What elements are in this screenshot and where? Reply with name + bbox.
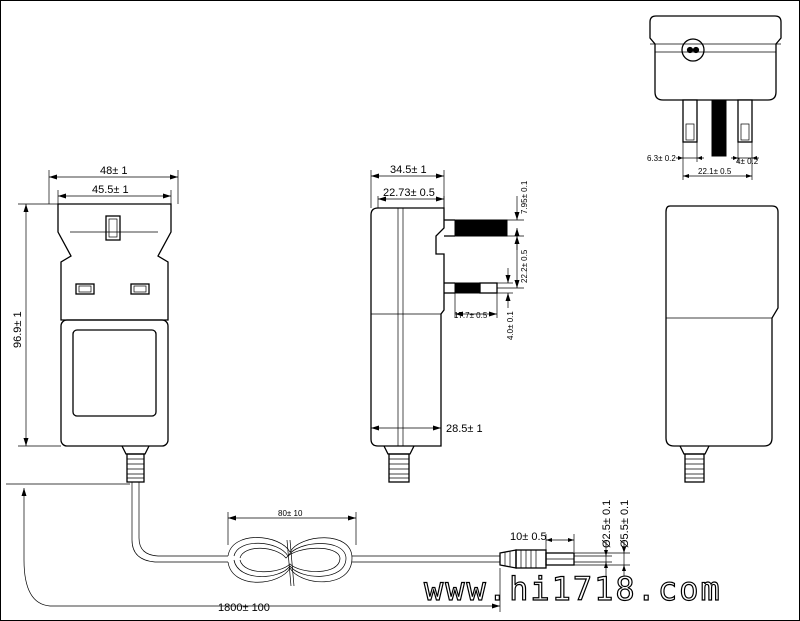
- dim-height: 96.9± 1: [12, 311, 24, 348]
- dim-body-depth: 28.5± 1: [446, 423, 483, 435]
- top-pin-right: [737, 99, 753, 143]
- dim-width-inner: 45.5± 1: [92, 184, 129, 196]
- cable-left-b: [138, 482, 228, 557]
- dim-top-pin-w1: 6.3± 0.2: [647, 154, 676, 163]
- dim-top-pin-w2: 4± 0.2: [736, 157, 759, 166]
- front-plug-head-outline: [57, 203, 172, 321]
- side-earth-pin: [454, 219, 508, 237]
- dim-width-outer: 48± 1: [100, 165, 127, 177]
- top-pin-left: [682, 99, 698, 143]
- dim-pin-thickness: 7.95± 0.1: [520, 180, 529, 214]
- dim-pin-length: 17.7± 0.5: [454, 311, 488, 320]
- dim-inner-diameter: Ø2.5± 0.1: [601, 500, 613, 548]
- dim-tip-length: 10± 0.5: [510, 531, 547, 543]
- top-body-outline: [649, 15, 782, 101]
- cable-length-dimension: 1800± 100: [6, 483, 501, 614]
- side-pin-sleeve: [454, 282, 481, 294]
- top-view: 6.3± 0.2 4± 0.2 22.1± 0.5: [647, 15, 782, 180]
- dim-pin-offset: 22.73± 0.5: [383, 187, 435, 199]
- dim-coil-length: 80± 10: [278, 509, 303, 518]
- watermark-text: www.hi1718.com: [424, 570, 722, 608]
- dim-pin-spacing: 22.2± 0.5: [520, 249, 529, 283]
- dim-cable-length: 1800± 100: [218, 602, 270, 614]
- back-body-outline: [665, 205, 779, 447]
- dim-outer-diameter: Ø5.5± 0.1: [619, 500, 631, 548]
- back-strain-relief: [684, 453, 705, 483]
- top-pin-earth: [711, 99, 727, 157]
- front-label-area: [72, 329, 157, 417]
- side-body-outline: [370, 207, 445, 447]
- dc-plug: 10± 0.5 Ø2.5± 0.1 Ø5.5± 0.1: [499, 500, 631, 578]
- front-body: [60, 319, 169, 447]
- cable-left-a: [131, 482, 228, 563]
- front-view: 48± 1 45.5± 1 96.9± 1: [12, 165, 179, 483]
- front-strain-relief: [126, 453, 145, 483]
- live-pin-slot: [130, 283, 150, 295]
- dim-pin-width: 4.0± 0.1: [506, 311, 515, 340]
- dc-plug-boot: [499, 549, 517, 569]
- cable: 80± 10: [131, 482, 500, 587]
- top-connector-ring: [681, 38, 705, 62]
- dim-top-pin-span: 22.1± 0.5: [698, 167, 732, 176]
- neutral-pin-slot: [75, 283, 95, 295]
- side-pin-tip: [479, 282, 498, 294]
- side-view: 34.5± 1 22.73± 0.5 7.95± 0.1 22.2± 0.5 1…: [370, 164, 529, 483]
- side-strain-relief: [388, 453, 410, 483]
- dim-depth: 34.5± 1: [390, 164, 427, 176]
- cable-coil: [227, 537, 353, 587]
- back-view: [665, 205, 779, 483]
- earth-pin-slot: [105, 215, 121, 241]
